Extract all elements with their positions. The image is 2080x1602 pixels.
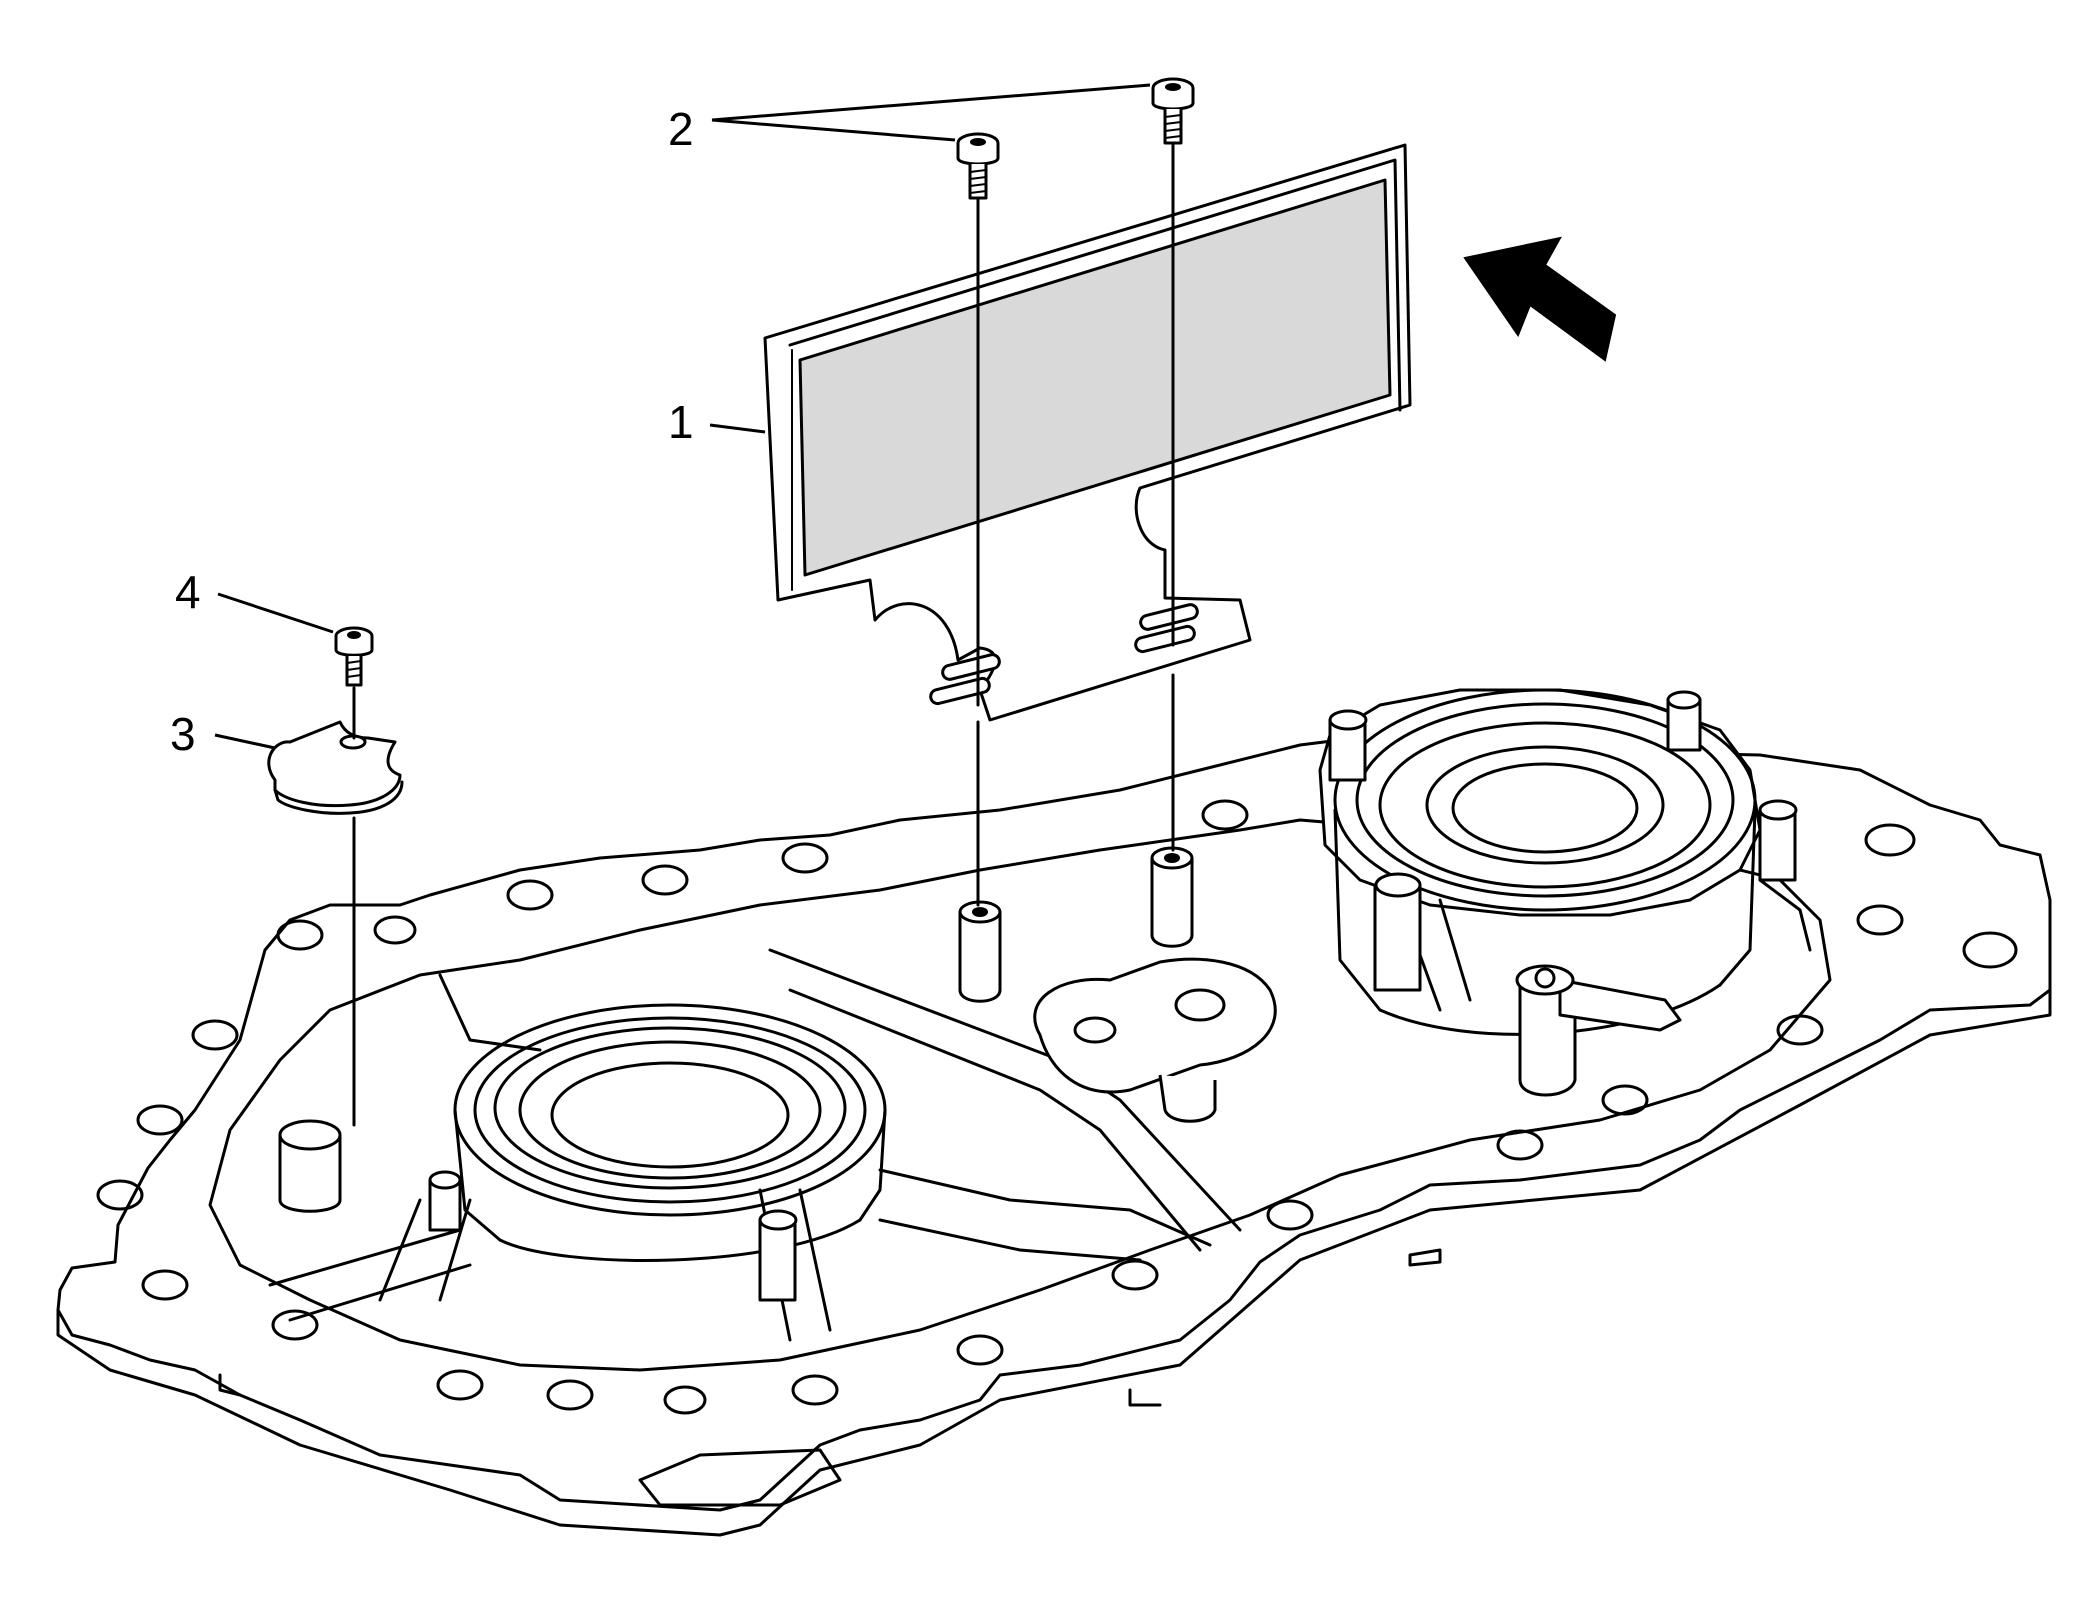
cover-plate-window — [798, 178, 1392, 577]
callout-label-1: 1 — [668, 396, 694, 448]
callout-label-4: 4 — [175, 566, 201, 618]
cover-plate-slots — [929, 603, 1199, 706]
housing-slots — [218, 1248, 1442, 1507]
detent-arm — [1515, 964, 1682, 1097]
front-bearing — [453, 1003, 887, 1262]
bolt-bosses — [278, 846, 1194, 1213]
cover-plate — [763, 143, 1412, 722]
callout-1: 1 — [668, 396, 766, 448]
bolt-2a-icon — [956, 132, 1000, 200]
alignment-lines — [352, 143, 1175, 1127]
bolt-2b-icon — [1151, 77, 1195, 145]
view-direction-arrow-icon — [1463, 236, 1617, 362]
housing-inner-wall — [208, 818, 1832, 1372]
cover-bolts — [956, 77, 1195, 200]
housing-flange — [56, 733, 2052, 1512]
bolt-4-icon — [334, 626, 374, 687]
retainer-plate — [267, 720, 404, 815]
callout-2: 2 — [668, 83, 1151, 155]
callout-3: 3 — [170, 708, 276, 760]
callout-label-2: 2 — [668, 103, 694, 155]
callout-label-3: 3 — [170, 708, 196, 760]
callout-4: 4 — [175, 566, 334, 634]
center-plate — [1033, 957, 1277, 1123]
housing-flange-edge — [56, 988, 2052, 1537]
housing-posts — [428, 690, 1798, 1302]
case-housing — [56, 688, 2052, 1537]
